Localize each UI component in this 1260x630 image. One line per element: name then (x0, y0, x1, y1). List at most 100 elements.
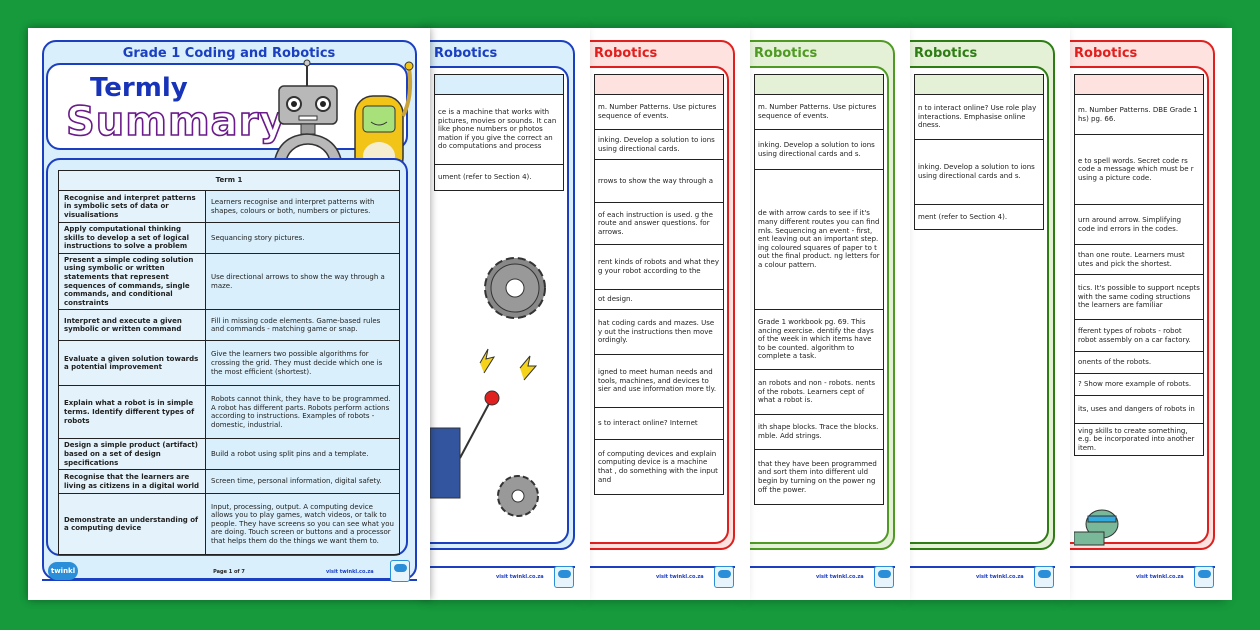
table-row: m. Number Patterns. Use pictures sequenc… (594, 94, 724, 130)
twinkl-badge-icon (714, 566, 734, 588)
activity-cell: an robots and non - robots. nents of the… (754, 369, 884, 415)
table-row: ? Show more example of robots. (1074, 373, 1204, 396)
subject-title: Grade 1 Coding and Robotics (122, 46, 336, 61)
footer-url: visit twinkl.co.za (816, 574, 864, 580)
table-row: Evaluate a given solution towards a pote… (58, 340, 400, 387)
table-row: ument (refer to Section 4). (434, 164, 564, 191)
footer-divider (590, 566, 735, 568)
activity-cell: its, uses and dangers of robots in (1074, 395, 1204, 424)
activity-cell: igned to meet human needs and tools, mac… (594, 354, 724, 408)
table-row: rrows to show the way through a (594, 159, 724, 203)
activity-cell: Learners recognise and interpret pattern… (205, 190, 400, 223)
page-title: Robotics (914, 46, 978, 61)
worksheet-page-5: Robotics n to interact online? Use role … (910, 28, 1070, 600)
worksheet-page-3: Robotics m. Number Patterns. Use picture… (590, 28, 750, 600)
activity-cell: Give the learners two possible algorithm… (205, 340, 400, 387)
table-row: n to interact online? Use role play inte… (914, 94, 1044, 140)
activity-cell: inking. Develop a solution to ions using… (914, 139, 1044, 205)
activity-cell: inking. Develop a solution to ions using… (594, 129, 724, 160)
footer-url: visit twinkl.co.za (976, 574, 1024, 580)
activity-cell: urn around arrow. Simplifying code ind e… (1074, 204, 1204, 245)
page-title: Robotics (754, 46, 818, 61)
aim-cell: Explain what a robot is in simple terms.… (58, 385, 206, 440)
table-row: igned to meet human needs and tools, mac… (594, 354, 724, 408)
aim-cell: Recognise that the learners are living a… (58, 469, 206, 495)
aim-cell: Interpret and execute a given symbolic o… (58, 309, 206, 342)
aim-cell: Demonstrate an understanding of a comput… (58, 493, 206, 556)
twinkl-badge-icon (554, 566, 574, 588)
table-row: Apply computational thinking skills to d… (58, 222, 400, 254)
table-row: ith shape blocks. Trace the blocks. mble… (754, 414, 884, 450)
activity-cell: de with arrow cards to see if it's many … (754, 169, 884, 310)
activity-cell: Screen time, personal information, digit… (205, 469, 400, 495)
table-row: ment (refer to Section 4). (914, 204, 1044, 230)
table-row: that they have been programmed and sort … (754, 449, 884, 505)
table-row: Grade 1 workbook pg. 69. This ancing exe… (754, 309, 884, 370)
activity-cell: m. Number Patterns. DBE Grade 1 hs) pg. … (1074, 94, 1204, 135)
twinkl-badge-icon (1034, 566, 1054, 588)
robot-snake-illustration (1074, 509, 1119, 546)
page-title: Robotics (1074, 46, 1138, 61)
table-row: Recognise that the learners are living a… (58, 469, 400, 495)
table-row: onents of the robots. (1074, 351, 1204, 374)
table-row: inking. Develop a solution to ions using… (594, 129, 724, 160)
title-termly: Termly (90, 73, 188, 103)
twinkl-badge-icon (1194, 566, 1214, 588)
activity-cell: s to interact online? Internet (594, 407, 724, 440)
activity-cell: ment (refer to Section 4). (914, 204, 1044, 230)
table-row: m. Number Patterns. DBE Grade 1 hs) pg. … (1074, 94, 1204, 135)
activity-cell: m. Number Patterns. Use pictures sequenc… (594, 94, 724, 130)
twinkl-badge-icon (874, 566, 894, 588)
summary-table: n to interact online? Use role play inte… (914, 74, 1044, 230)
activity-cell: e to spell words. Secret code rs code a … (1074, 134, 1204, 205)
footer-divider (42, 579, 417, 581)
activity-cell: ot design. (594, 289, 724, 310)
table-row: Recognise and interpret patterns in symb… (58, 190, 400, 223)
worksheet-page-2: Robotics ce is a machine that works with… (430, 28, 590, 600)
table-row: inking. Develop a solution to ions using… (914, 139, 1044, 205)
activity-cell: inking. Develop a solution to ions using… (754, 129, 884, 170)
page-title: Robotics (434, 46, 498, 61)
summary-table: m. Number Patterns. Use pictures sequenc… (754, 74, 884, 505)
gears-illustration (430, 257, 546, 517)
activity-cell: of each instruction is used. g the route… (594, 202, 724, 245)
table-row: ving skills to create something, e.g. be… (1074, 423, 1204, 456)
table-header (434, 74, 564, 95)
aim-cell: Recognise and interpret patterns in symb… (58, 190, 206, 223)
table-header (594, 74, 724, 95)
footer-url: visit twinkl.co.za (1136, 574, 1184, 580)
activity-cell: Use directional arrows to show the way t… (205, 252, 400, 311)
activity-cell: of computing devices and explain computi… (594, 439, 724, 495)
activity-cell: fferent types of robots - robot robot as… (1074, 319, 1204, 352)
table-row: its, uses and dangers of robots in (1074, 395, 1204, 424)
footer-url: visit twinkl.co.za (656, 574, 704, 580)
aim-cell: Evaluate a given solution towards a pote… (58, 340, 206, 387)
activity-cell: ? Show more example of robots. (1074, 373, 1204, 396)
table-row: m. Number Patterns. Use pictures sequenc… (754, 94, 884, 130)
activity-cell: Input, processing, output. A computing d… (205, 493, 400, 556)
footer-url: visit twinkl.co.za (326, 569, 374, 575)
worksheet-page-4: Robotics m. Number Patterns. Use picture… (750, 28, 910, 600)
page-title: Robotics (594, 46, 658, 61)
table-row: of each instruction is used. g the route… (594, 202, 724, 245)
table-row: tics. It's possible to support ncepts wi… (1074, 274, 1204, 320)
table-row: Interpret and execute a given symbolic o… (58, 309, 400, 342)
table-row: e to spell words. Secret code rs code a … (1074, 134, 1204, 205)
table-row: than one route. Learners must utes and p… (1074, 244, 1204, 275)
aim-cell: Apply computational thinking skills to d… (58, 222, 206, 254)
activity-cell: Build a robot using split pins and a tem… (205, 438, 400, 471)
activity-cell: that they have been programmed and sort … (754, 449, 884, 505)
footer-url: visit twinkl.co.za (496, 574, 544, 580)
activity-cell: rrows to show the way through a (594, 159, 724, 203)
table-row: Design a simple product (artifact) based… (58, 438, 400, 471)
table-row: urn around arrow. Simplifying code ind e… (1074, 204, 1204, 245)
activity-cell: rent kinds of robots and what they g you… (594, 244, 724, 290)
twinkl-badge-icon (390, 560, 410, 582)
activity-cell: Robots cannot think, they have to be pro… (205, 385, 400, 440)
table-row: Present a simple coding solution using s… (58, 252, 400, 311)
table-row: Explain what a robot is in simple terms.… (58, 385, 400, 440)
title-summary: Summary (65, 98, 287, 146)
table-row: hat coding cards and mazes. Use y out th… (594, 309, 724, 355)
table-row: ot design. (594, 289, 724, 310)
table-row: Demonstrate an understanding of a comput… (58, 493, 400, 556)
